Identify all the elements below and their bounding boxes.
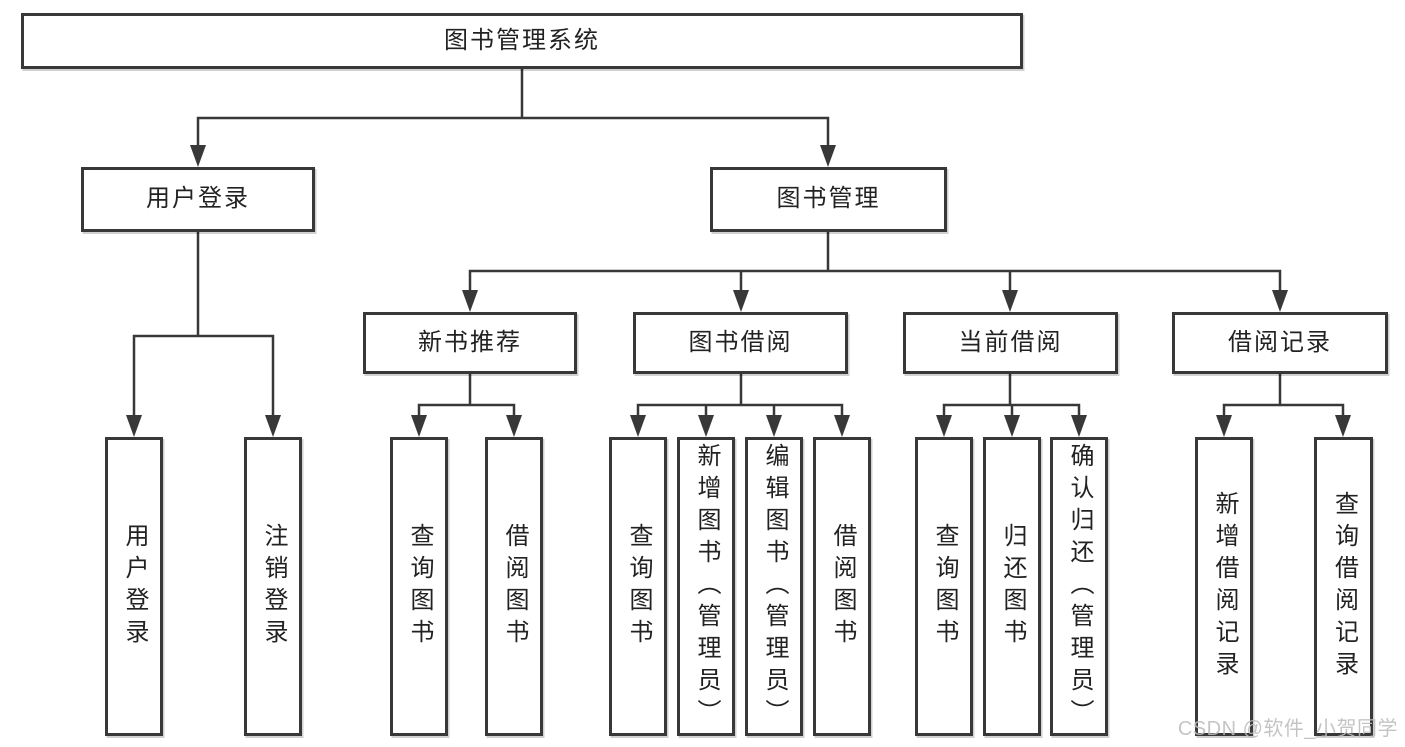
leaf-user-login-label: 用户登录 xyxy=(121,522,148,651)
arrowhead-down-icon xyxy=(698,415,714,437)
leaf-query-books-borrow-label: 查询图书 xyxy=(625,522,652,651)
connector-line xyxy=(417,374,516,417)
arrowhead-down-icon xyxy=(190,145,206,167)
node-current-borrow-label: 当前借阅 xyxy=(958,328,1063,356)
leaf-query-books-current-label: 查询图书 xyxy=(931,522,958,651)
connector-new-book-to-leaves xyxy=(411,374,522,437)
arrowhead-down-icon xyxy=(462,290,478,312)
node-user-login-label: 用户登录 xyxy=(146,185,250,213)
arrowhead-down-icon xyxy=(1071,415,1087,437)
connector-borrow-records-to-leaves xyxy=(1216,374,1351,437)
connector-line xyxy=(132,232,275,417)
leaf-return-book-label: 归还图书 xyxy=(999,522,1026,651)
leaf-query-books-recommend: 查询图书 xyxy=(390,437,448,736)
leaf-confirm-return-admin: 确认归还（管理员） xyxy=(1050,437,1108,736)
arrowhead-down-icon xyxy=(1004,415,1020,437)
leaf-query-books-current: 查询图书 xyxy=(915,437,973,736)
leaf-add-book-admin-label: 新增图书（管理员） xyxy=(693,442,720,731)
arrowhead-down-icon xyxy=(936,415,952,437)
leaf-query-borrow-record-label: 查询借阅记录 xyxy=(1330,490,1358,683)
leaf-edit-book-admin: 编辑图书（管理员） xyxy=(745,437,803,736)
arrowhead-down-icon xyxy=(1272,290,1288,312)
node-root: 图书管理系统 xyxy=(21,13,1023,69)
leaf-add-borrow-record-label: 新增借阅记录 xyxy=(1211,490,1238,683)
leaf-confirm-return-admin-label: 确认归还（管理员） xyxy=(1066,442,1093,731)
arrowhead-down-icon xyxy=(265,415,281,437)
arrowhead-down-icon xyxy=(1335,415,1351,437)
connector-book-mgmt-to-level3 xyxy=(462,232,1288,312)
leaf-borrow-books-label: 借阅图书 xyxy=(829,522,856,651)
node-book-borrow: 图书借阅 xyxy=(633,312,848,374)
connector-book-borrow-to-leaves xyxy=(630,374,850,437)
node-book-mgmt-label: 图书管理 xyxy=(776,185,881,213)
leaf-user-login: 用户登录 xyxy=(105,437,163,736)
node-book-borrow-label: 图书借阅 xyxy=(688,328,793,356)
node-borrow-records-label: 借阅记录 xyxy=(1228,328,1332,356)
arrowhead-down-icon xyxy=(411,415,427,437)
leaf-logout-label: 注销登录 xyxy=(260,522,287,651)
leaf-logout: 注销登录 xyxy=(244,437,302,736)
leaf-edit-book-admin-label: 编辑图书（管理员） xyxy=(761,442,788,731)
node-new-book-recommend-label: 新书推荐 xyxy=(418,328,522,356)
node-borrow-records: 借阅记录 xyxy=(1172,312,1388,374)
node-new-book-recommend: 新书推荐 xyxy=(363,312,577,374)
leaf-borrow-books-recommend: 借阅图书 xyxy=(485,437,543,736)
arrowhead-down-icon xyxy=(630,415,646,437)
leaf-query-books-recommend-label: 查询图书 xyxy=(406,522,433,651)
arrowhead-down-icon xyxy=(733,290,749,312)
arrowhead-down-icon xyxy=(1216,415,1232,437)
arrowhead-down-icon xyxy=(820,145,836,167)
leaf-return-book: 归还图书 xyxy=(983,437,1041,736)
arrowhead-down-icon xyxy=(766,415,782,437)
leaf-query-books-borrow: 查询图书 xyxy=(609,437,667,736)
connector-current-borrow-to-leaves xyxy=(936,374,1087,437)
arrowhead-down-icon xyxy=(834,415,850,437)
connector-root-to-level2 xyxy=(190,69,836,167)
leaf-borrow-books-recommend-label: 借阅图书 xyxy=(501,522,528,651)
connector-line xyxy=(196,69,830,147)
connector-line xyxy=(942,374,1081,417)
leaf-borrow-books: 借阅图书 xyxy=(813,437,871,736)
connector-line xyxy=(1222,374,1345,417)
leaf-add-borrow-record: 新增借阅记录 xyxy=(1195,437,1253,736)
leaf-add-book-admin: 新增图书（管理员） xyxy=(677,437,735,736)
node-user-login: 用户登录 xyxy=(81,167,315,232)
arrowhead-down-icon xyxy=(126,415,142,437)
arrowhead-down-icon xyxy=(506,415,522,437)
node-root-label: 图书管理系统 xyxy=(444,26,600,54)
node-current-borrow: 当前借阅 xyxy=(903,312,1118,374)
connector-line xyxy=(468,232,1282,292)
csdn-watermark: CSDN @软件_小贺同学 xyxy=(1177,718,1398,740)
arrowhead-down-icon xyxy=(1002,290,1018,312)
node-book-mgmt: 图书管理 xyxy=(710,167,947,232)
leaf-query-borrow-record: 查询借阅记录 xyxy=(1314,437,1373,736)
connector-user-login-to-leaves xyxy=(126,232,281,437)
connector-line xyxy=(636,374,844,417)
